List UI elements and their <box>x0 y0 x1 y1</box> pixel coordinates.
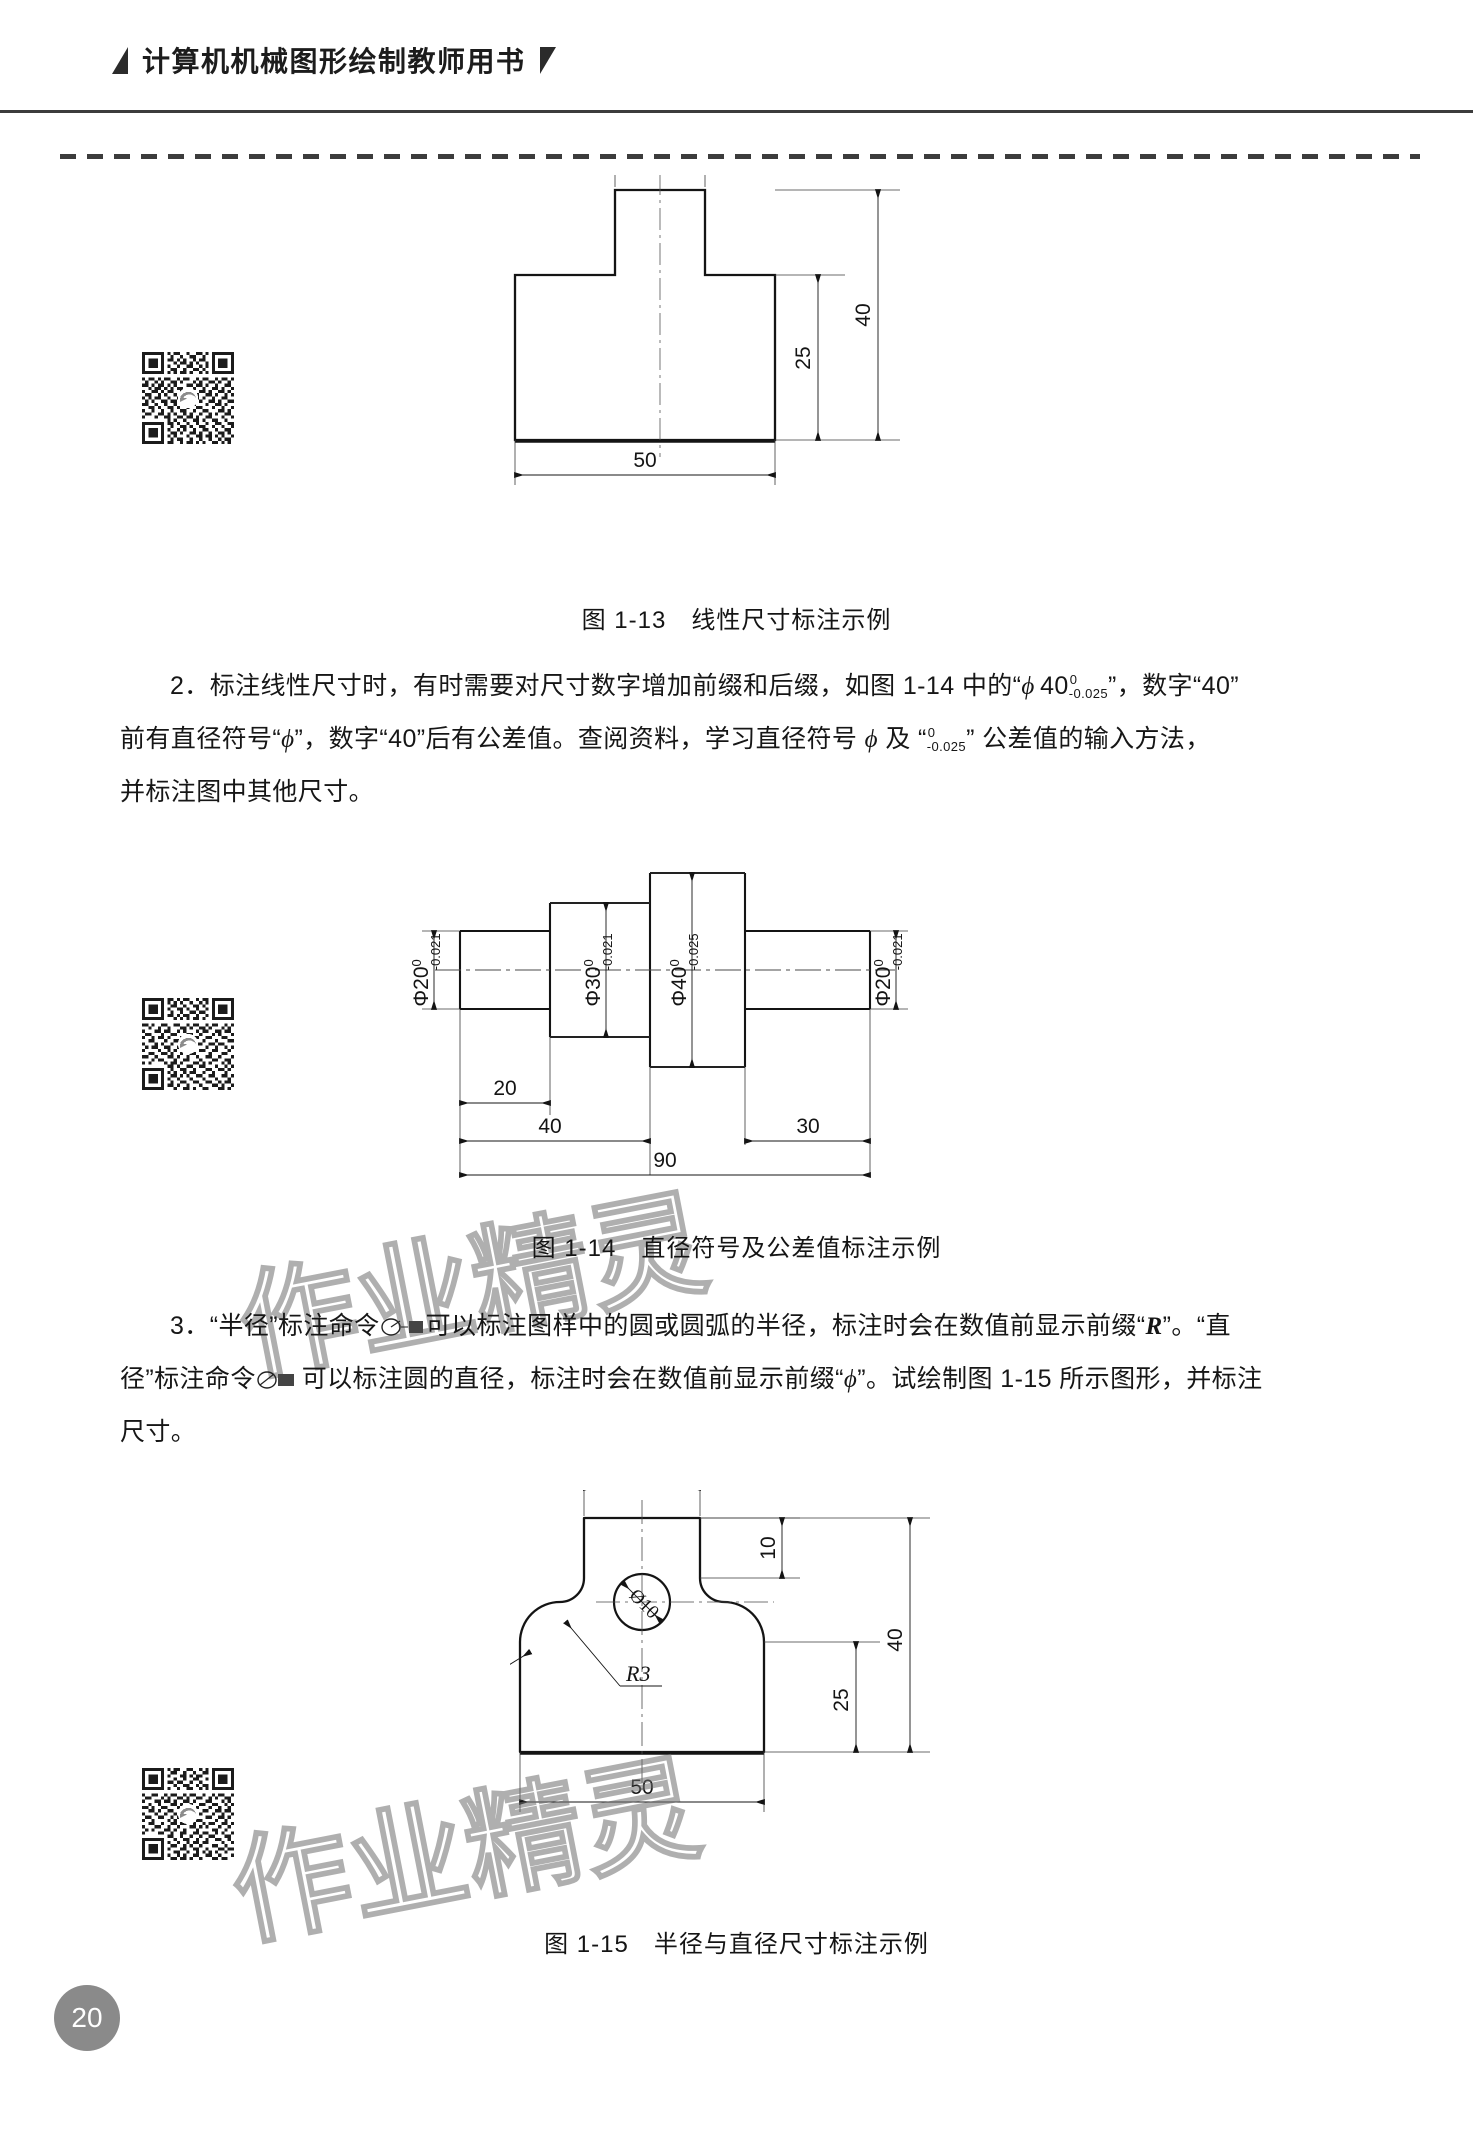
figure-1-14-caption: 图 1-14 直径符号及公差值标注示例 <box>531 1235 942 1262</box>
fig114-dim-phi30: Φ300-0.021 <box>581 933 615 1006</box>
fig114-dim-40: 40 <box>538 1115 561 1138</box>
p3-seg3: ”。“直 <box>1162 1312 1231 1340</box>
qr-code-2[interactable] <box>142 998 234 1090</box>
p2-seg1: 标注线性尺寸时，有时需要对尺寸数字增加前缀和后缀，如图 1-14 中的“ <box>209 672 1022 700</box>
radius-dimension-icon[interactable] <box>380 1305 426 1336</box>
figure-1-13-caption: 图 1-13 线性尺寸标注示例 <box>581 607 892 634</box>
p3-number: 3． <box>170 1312 210 1340</box>
p2-phi-1: ϕ <box>1021 673 1035 700</box>
p2-tol1-lower: -0.025 <box>1068 685 1108 701</box>
p3-line2c: ”。试绘制图 1-15 所示图形，并标注 <box>857 1365 1263 1393</box>
p2-line2c: 及 “ <box>877 725 927 753</box>
p2-tol2-upper: 0 <box>927 724 936 740</box>
page-header: 计算机机械图形绘制教师用书 <box>0 40 1473 159</box>
fig115-dim-10: 10 <box>757 1536 780 1559</box>
fig115-dim-40: 40 <box>884 1628 907 1651</box>
fig115-dim-50: 50 <box>630 1776 653 1799</box>
fig114-dim-phi40: Φ400-0.025 <box>667 933 701 1006</box>
p2-phi-3: ϕ <box>864 726 878 753</box>
p3-seg2: 可以标注图样中的圆或圆弧的半径，标注时会在数值前显示前缀“ <box>425 1312 1146 1340</box>
header-dashed-rule <box>60 154 1420 159</box>
qr-code-3[interactable] <box>142 1768 234 1860</box>
header-rule <box>0 110 1473 113</box>
triangle-left-icon <box>112 46 128 74</box>
p2-phi-2: ϕ <box>281 726 295 753</box>
p3-phi: ϕ <box>843 1366 858 1393</box>
header-title: 计算机机械图形绘制教师用书 <box>142 46 526 77</box>
fig114-dim-phi20-left: Φ200-0.021 <box>409 933 443 1006</box>
fig114-dim-90: 90 <box>653 1149 676 1172</box>
paragraph-item-3: 3．“半径”标注命令 可以标注图样中的圆或圆弧的半径，标注时会在数值前显示前缀“R… <box>120 1300 1370 1458</box>
p3-r-letter: R <box>1145 1313 1163 1340</box>
fig113-dim-40: 40 <box>852 303 875 326</box>
p3-line3: 尺寸。 <box>120 1418 197 1446</box>
figure-1-15: 20 10 25 40 50 R8 R3 Ø10 <box>510 1490 1050 1910</box>
p2-line2b: ”，数字“40”后有公差值。查阅资料，学习直径符号 <box>294 725 865 753</box>
p2-line2a: 前有直径符号“ <box>120 725 282 753</box>
p2-num-1: 40 <box>1040 672 1069 700</box>
page-number-badge: 20 <box>54 1985 120 2051</box>
fig115-dim-r3: R3 <box>625 1661 650 1686</box>
p2-tolerance-2: 0-0.025 <box>927 726 966 753</box>
p2-line3: 并标注图中其他尺寸。 <box>120 778 375 806</box>
qr-code-1[interactable] <box>142 352 234 444</box>
p2-number: 2． <box>170 672 210 700</box>
p2-tolerance-1: 0-0.025 <box>1069 673 1108 700</box>
diameter-dimension-icon[interactable] <box>256 1358 302 1389</box>
fig114-dim-20: 20 <box>493 1077 516 1100</box>
figure-1-14: Φ200-0.021 Φ300-0.021 Φ400-0.025 Φ200-0.… <box>400 845 1120 1215</box>
paragraph-item-2: 2．标注线性尺寸时，有时需要对尺寸数字增加前缀和后缀，如图 1-14 中的“ϕ … <box>120 660 1370 818</box>
fig115-dim-25: 25 <box>830 1688 853 1711</box>
fig113-dim-50: 50 <box>633 449 656 472</box>
fig114-dim-phi20-right: Φ200-0.021 <box>871 933 905 1006</box>
p2-tol1-upper: 0 <box>1069 671 1078 687</box>
triangle-right-icon <box>539 46 556 74</box>
p2-tol2-lower: -0.025 <box>926 738 967 754</box>
p3-seg1: “半径”标注命令 <box>209 1312 380 1340</box>
p3-line2b: 可以标注圆的直径，标注时会在数值前显示前缀“ <box>301 1365 844 1393</box>
figure-1-13: 20 50 25 40 <box>500 175 1000 595</box>
p2-line2d: ” 公差值的输入方法， <box>966 725 1211 753</box>
figure-1-15-caption: 图 1-15 半径与直径尺寸标注示例 <box>544 1931 929 1958</box>
fig113-dim-25: 25 <box>792 346 815 369</box>
p3-line2a: 径”标注命令 <box>120 1365 256 1393</box>
fig114-dim-30: 30 <box>796 1115 819 1138</box>
p2-seg2: ”，数字“40” <box>1108 672 1239 700</box>
